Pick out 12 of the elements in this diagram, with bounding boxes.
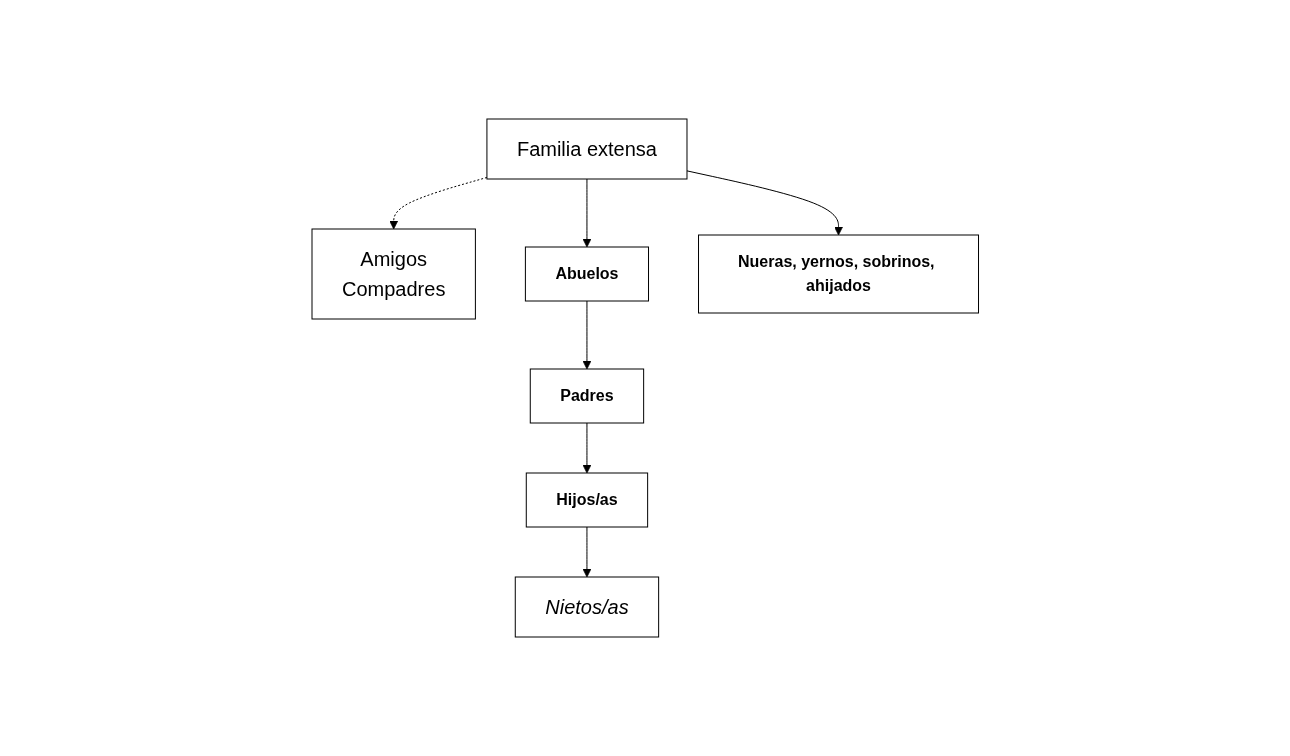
- node-box: Familia extensa: [486, 118, 688, 180]
- node-box: Abuelos: [524, 246, 649, 302]
- arrow: [582, 178, 592, 248]
- node-box: Padres: [529, 368, 644, 424]
- node-box: Nietos/as: [514, 576, 659, 638]
- node-box: Amigos Compadres: [311, 228, 476, 320]
- node-box: Nueras, yernos, sobrinos, ahijados: [697, 234, 979, 314]
- arrow: [686, 170, 843, 236]
- arrow: [582, 300, 592, 370]
- arrow: [582, 526, 592, 578]
- node-box: Hijos/as: [525, 472, 648, 528]
- arrow: [582, 422, 592, 474]
